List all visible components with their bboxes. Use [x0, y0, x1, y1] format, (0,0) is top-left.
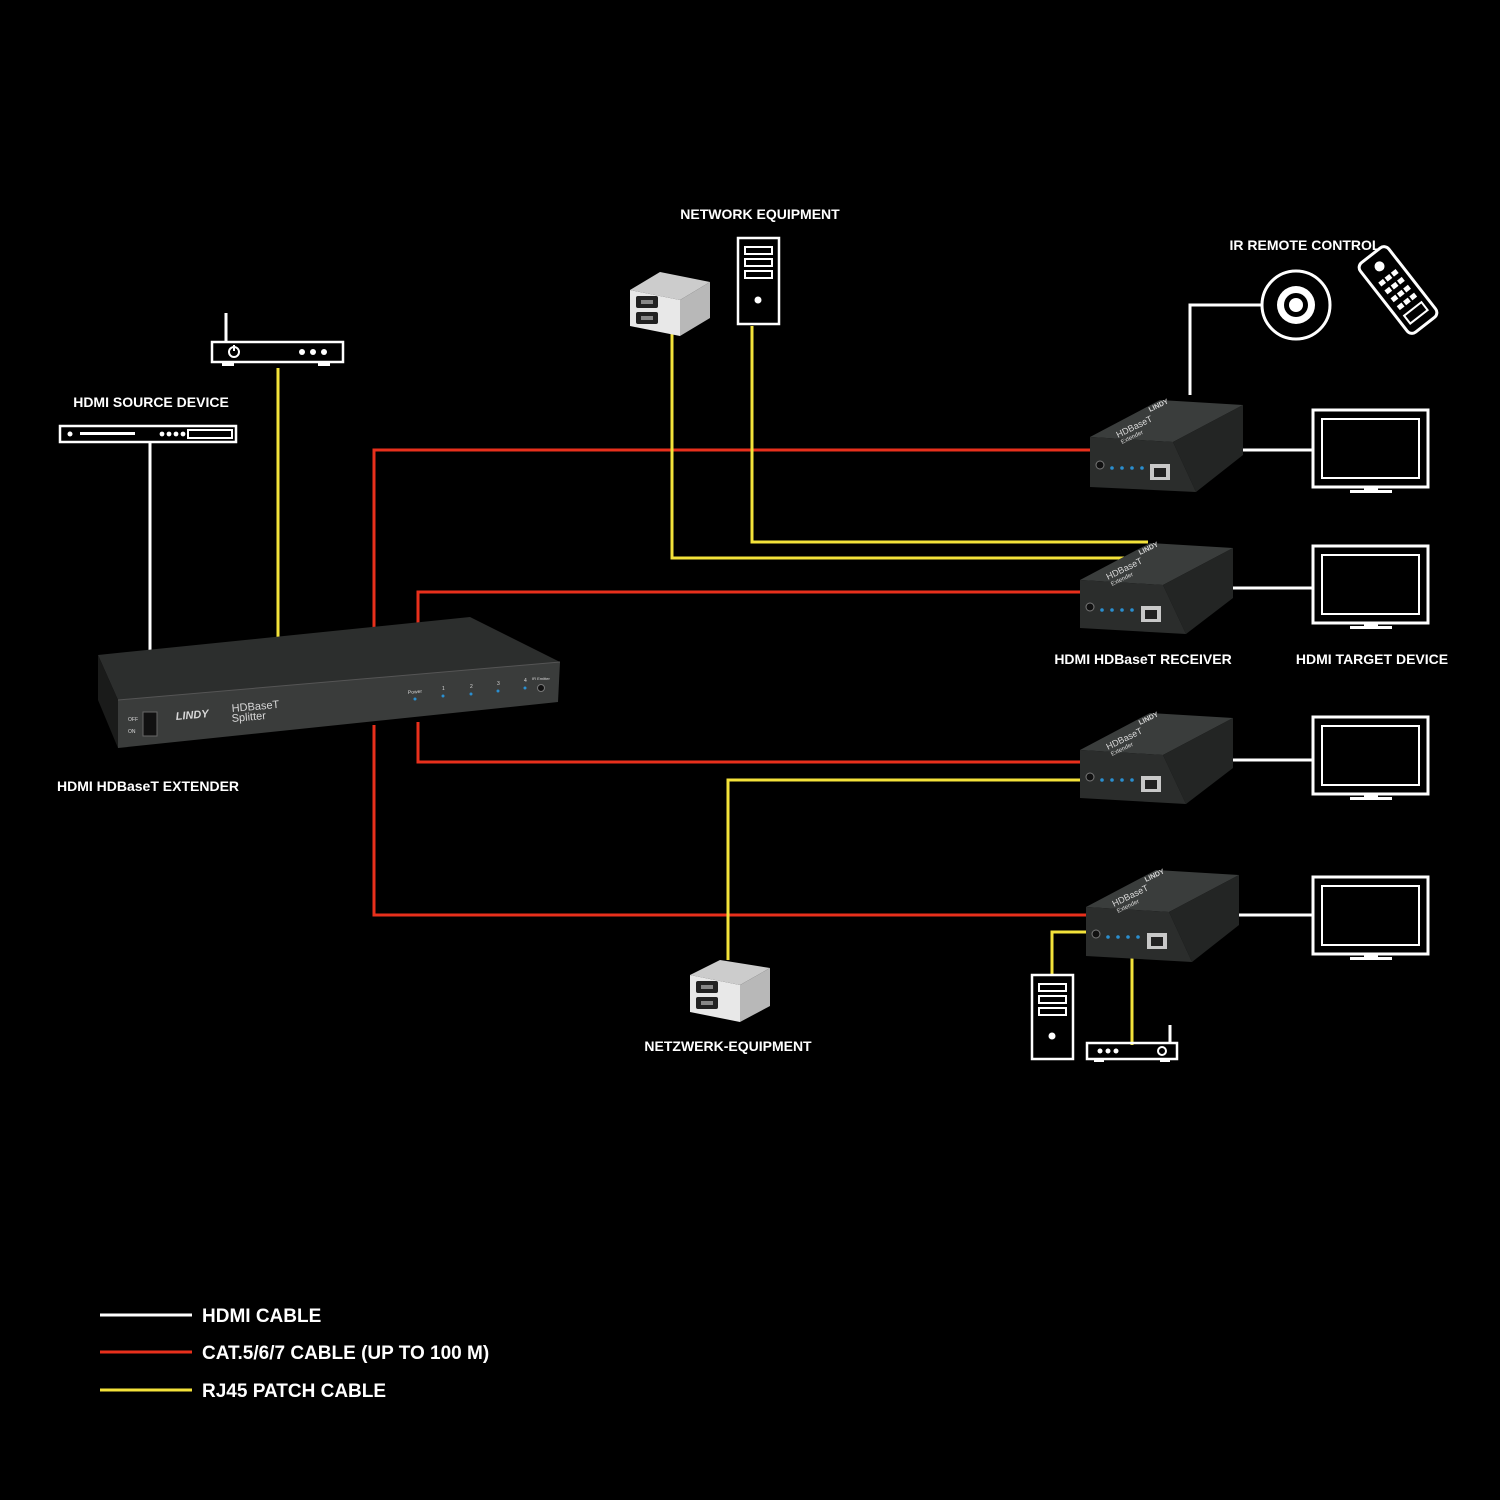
label-hdmi-hdbaset-receiver: HDMI HDBaseT RECEIVER: [1054, 651, 1231, 667]
label-hdmi-target-device: HDMI TARGET DEVICE: [1296, 651, 1448, 667]
label-netzwerk-equipment: NETZWERK-EQUIPMENT: [644, 1038, 812, 1054]
tv-monitor-4: [1311, 875, 1430, 960]
splitter-port-2: 2: [470, 684, 473, 690]
hdmi-source-device: [58, 424, 238, 444]
tv-monitor-3: [1311, 715, 1430, 800]
cat-cable-1: [372, 448, 1090, 630]
legend-label-hdmi: HDMI CABLE: [202, 1306, 321, 1327]
splitter-ir-label: IR Emitter: [532, 676, 550, 681]
cat-cable-2: [416, 590, 1082, 625]
label-hdmi-source-device: HDMI SOURCE DEVICE: [73, 394, 229, 410]
receiver-3: HDBaseT Extender LINDY: [1080, 711, 1233, 804]
cat-cable-3: [416, 722, 1082, 764]
power-supply-icon-bottom: [690, 960, 770, 1022]
splitter-line1: HDBaseT: [231, 699, 280, 715]
splitter-switch-off: OFF: [128, 717, 138, 723]
splitter-power-label: Power: [408, 689, 423, 696]
labels: NETWORK EQUIPMENT IR REMOTE CONTROL HDMI…: [57, 206, 1448, 1054]
server-icon-bottom: [1030, 973, 1075, 1061]
cables: [148, 303, 1312, 1045]
receiver-1: HDBaseT Extender LINDY: [1090, 398, 1243, 492]
label-ir-remote-control: IR REMOTE CONTROL: [1230, 237, 1381, 253]
legend-label-patch: RJ45 PATCH CABLE: [202, 1381, 386, 1402]
legend-label-cat: CAT.5/6/7 CABLE (UP TO 100 M): [202, 1343, 489, 1364]
server-icon-top: [736, 236, 781, 326]
remote-control-icon: [1357, 245, 1439, 335]
ir-sensor-icon: [1260, 269, 1332, 341]
hdmi-cable-ir: [1188, 303, 1262, 395]
patch-cable-server-top: [750, 326, 1148, 544]
splitter-brand: LINDY: [175, 708, 211, 723]
patch-cable-server-bottom: [1050, 930, 1088, 975]
label-hdmi-hdbaset-extender: HDMI HDBaseT EXTENDER: [57, 778, 239, 794]
power-supply-icon-top: [630, 272, 710, 336]
patch-cable-psu-bottom: [726, 778, 1082, 960]
router-icon-top: [210, 313, 345, 366]
tv-monitor-1: [1311, 408, 1430, 493]
router-icon-bottom: [1085, 1025, 1179, 1062]
label-network-equipment: NETWORK EQUIPMENT: [680, 206, 840, 222]
receiver-2: HDBaseT Extender LINDY: [1080, 541, 1233, 634]
splitter-port-3: 3: [497, 681, 500, 687]
cat-cable-4: [372, 725, 1088, 917]
receiver-4: HDBaseT Extender LINDY: [1086, 868, 1239, 962]
splitter-port-4: 4: [524, 678, 527, 684]
splitter-port-1: 1: [442, 686, 445, 692]
legend: HDMI CABLE CAT.5/6/7 CABLE (UP TO 100 M)…: [100, 1306, 489, 1402]
splitter-switch-on: ON: [128, 729, 136, 735]
patch-cable-psu-top: [670, 333, 1138, 560]
hdbaset-splitter: OFF ON LINDY HDBaseT Splitter Power 1 2 …: [98, 617, 561, 748]
tv-monitor-2: [1311, 544, 1430, 629]
splitter-line2: Splitter: [231, 710, 266, 725]
